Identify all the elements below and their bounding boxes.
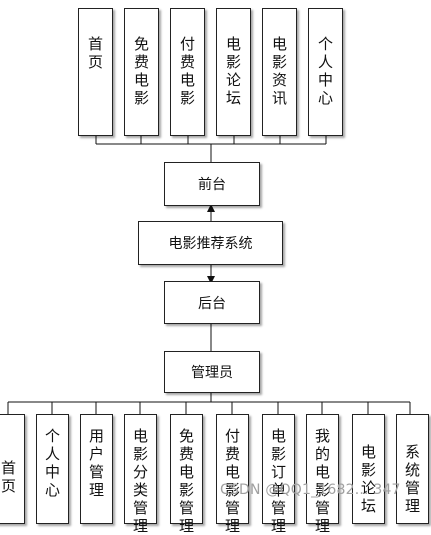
- backend-node: 后台: [164, 281, 260, 324]
- module-label: 用户管理: [89, 427, 105, 499]
- module-label: 电影论坛: [361, 443, 377, 515]
- module-free-movies: 免费电影: [124, 8, 159, 136]
- module-label: 付费电影: [180, 35, 196, 107]
- admin-module-paid-movie-management: 付费电影管理: [216, 414, 249, 535]
- admin-module-personal-center: 个人中心: [36, 414, 69, 524]
- watermark: CSDN @QQ1_1682... 347: [220, 482, 401, 498]
- admin-module-movie-forum: 电影论坛: [352, 414, 385, 524]
- module-home: 首页: [78, 8, 113, 136]
- system-node: 电影推荐系统: [138, 221, 283, 265]
- admin-label: 管理员: [191, 365, 233, 381]
- module-movie-forum: 电影论坛: [216, 8, 251, 136]
- module-movie-news: 电影资讯: [262, 8, 297, 136]
- admin-module-free-movie-management: 免费电影管理: [170, 414, 203, 535]
- module-label: 电影订单管理: [271, 427, 287, 535]
- admin-module-user-management: 用户管理: [80, 414, 113, 524]
- frontend-label: 前台: [198, 177, 226, 193]
- module-label: 系统管理: [405, 443, 421, 515]
- module-label: 首页: [1, 459, 17, 495]
- module-label: 我的电影管理: [315, 427, 331, 535]
- module-label: 免费电影管理: [179, 427, 195, 535]
- admin-node: 管理员: [164, 351, 260, 393]
- admin-module-system-management: 系统管理: [396, 414, 429, 524]
- admin-module-movie-category-management: 电影分类管理: [124, 414, 157, 535]
- admin-module-my-movie-management: 我的电影管理: [306, 414, 339, 535]
- admin-module-movie-order-management: 电影订单管理: [262, 414, 295, 535]
- module-label: 免费电影: [134, 35, 150, 107]
- connector-lines: [7, 136, 411, 414]
- module-label: 个人中心: [45, 427, 61, 499]
- module-label: 个人中心: [318, 35, 334, 107]
- module-paid-movies: 付费电影: [170, 8, 205, 136]
- admin-module-home: 首页: [0, 414, 25, 524]
- module-label: 电影资讯: [272, 35, 288, 107]
- frontend-node: 前台: [164, 162, 260, 206]
- module-personal-center: 个人中心: [308, 8, 343, 136]
- module-label: 电影分类管理: [133, 427, 149, 535]
- module-label: 电影论坛: [226, 35, 242, 107]
- module-label: 付费电影管理: [225, 427, 241, 535]
- system-label: 电影推荐系统: [168, 236, 253, 252]
- module-label: 首页: [88, 35, 104, 71]
- backend-label: 后台: [198, 295, 226, 312]
